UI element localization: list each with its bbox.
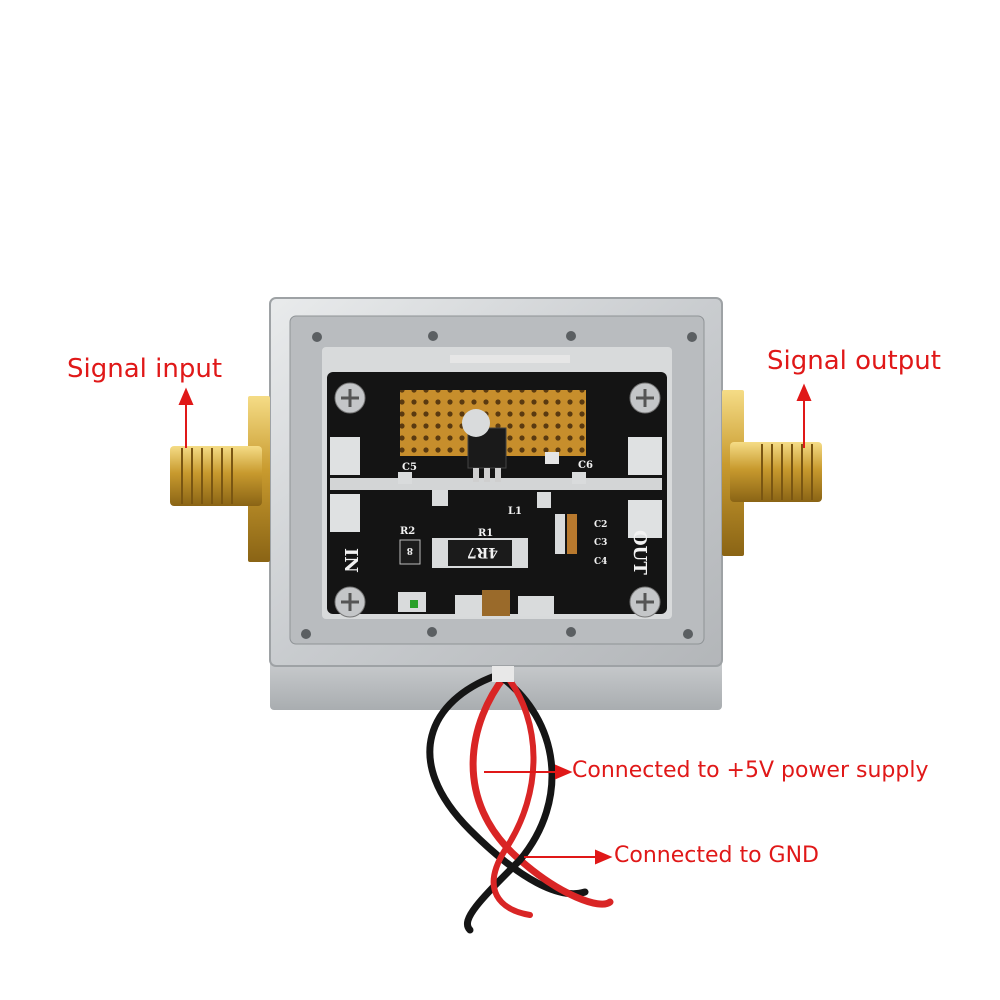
power-label: Connected to +5V power supply	[572, 758, 929, 783]
label-r2: R2	[400, 526, 415, 537]
label-c6: C6	[578, 460, 593, 471]
resistor-code: 4R7	[467, 544, 498, 560]
signal-input-label: Signal input	[67, 354, 223, 384]
pcb-screws	[334, 382, 661, 618]
label-c4: C4	[594, 557, 607, 567]
rim-screws	[301, 331, 697, 639]
sma-connector-input	[170, 396, 270, 562]
smd-components	[398, 452, 586, 617]
annotation-arrows	[178, 383, 812, 865]
sma-connector-output	[722, 390, 822, 556]
label-c3: C3	[594, 538, 607, 548]
r2-code: 8	[407, 545, 413, 555]
power-wires	[426, 672, 614, 934]
label-in: IN	[340, 548, 361, 573]
label-out: OUT	[629, 530, 650, 575]
gnd-label: Connected to GND	[614, 843, 819, 868]
label-c5: C5	[402, 462, 417, 473]
label-c2: C2	[594, 520, 607, 530]
label-l1: L1	[508, 506, 522, 517]
signal-output-label: Signal output	[767, 346, 941, 376]
label-r1: R1	[478, 528, 493, 539]
